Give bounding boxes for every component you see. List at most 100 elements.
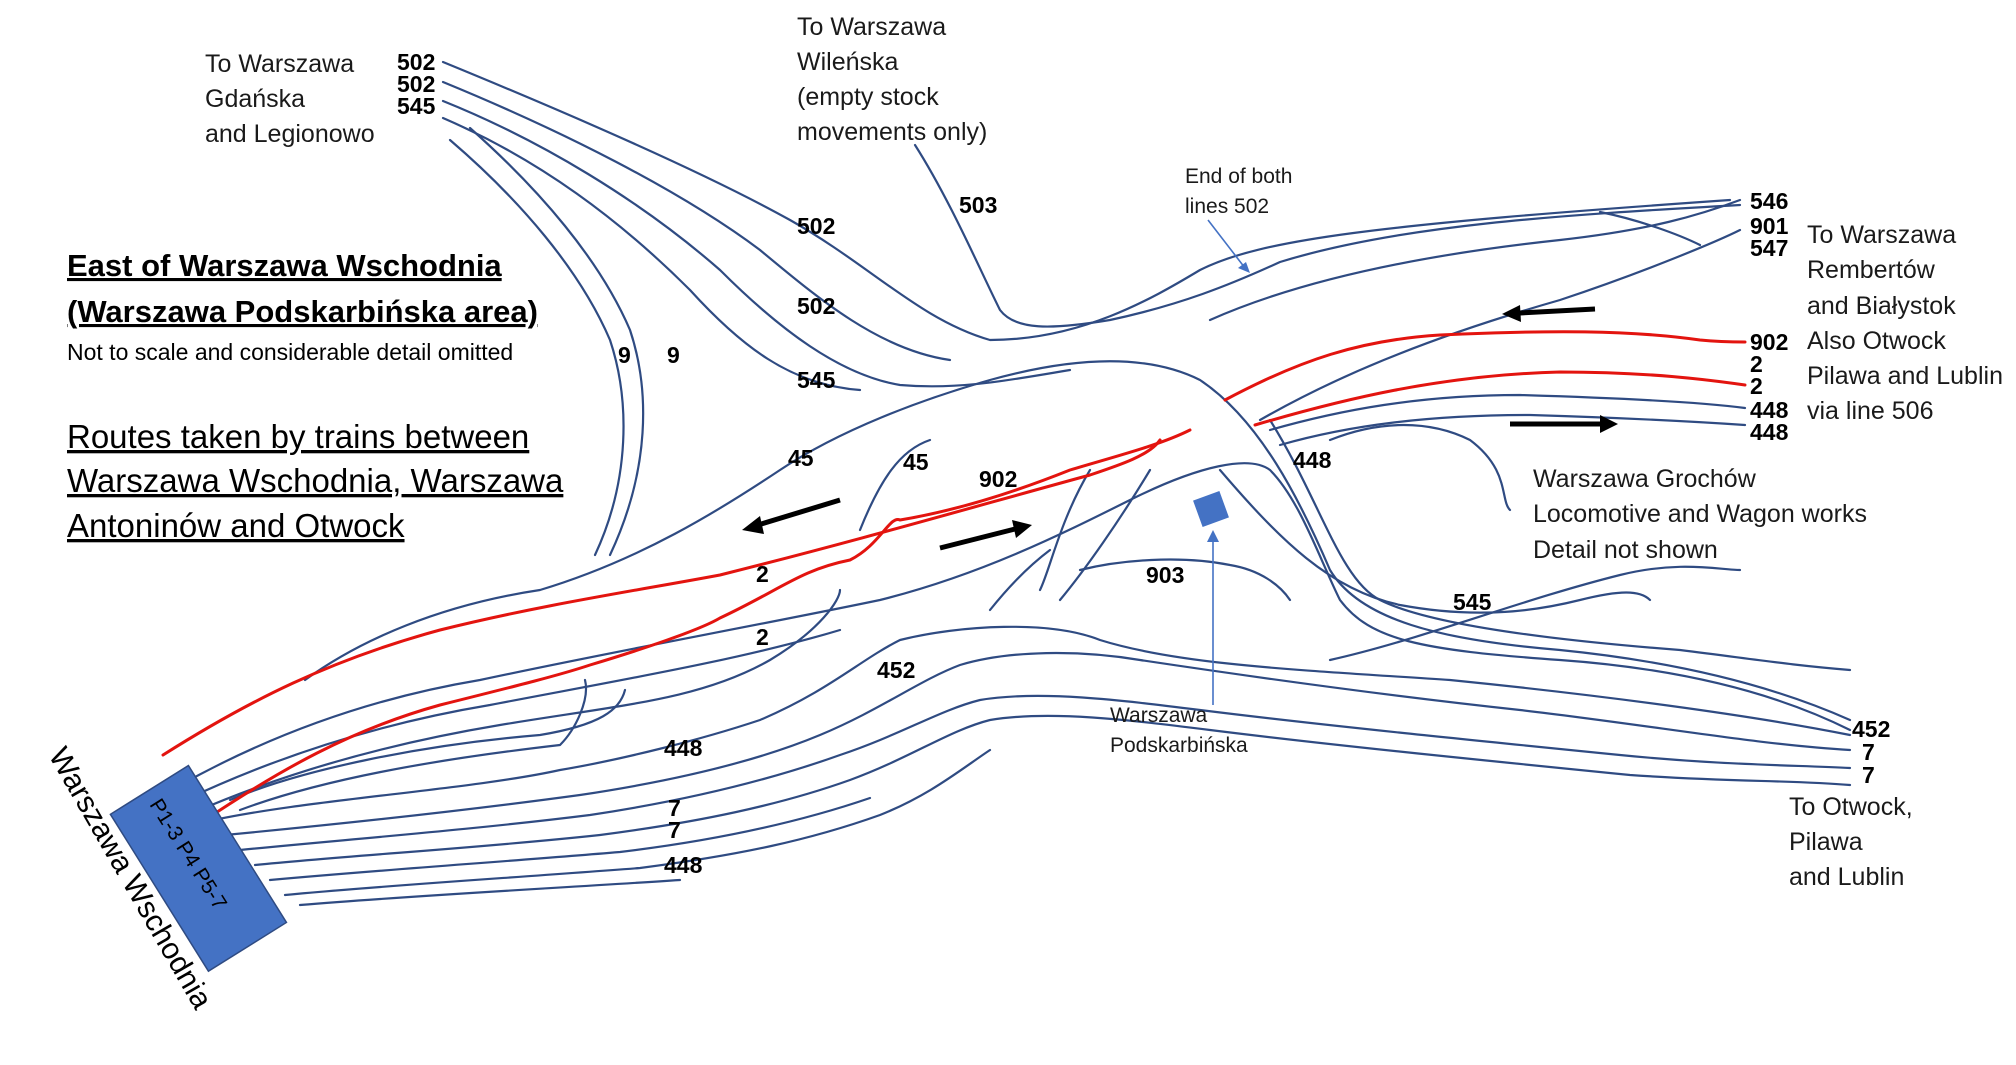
arrow-left-upper: [757, 497, 841, 528]
routes-heading-3: Antoninów and Otwock: [67, 507, 405, 544]
dest-otwock-1: To Otwock,: [1789, 793, 1913, 821]
line-num-rb-3: 547: [1750, 235, 1788, 261]
track-545-b: [441, 116, 862, 392]
dest-otwock-2: Pilawa: [1789, 828, 1863, 856]
pointer-end-502: [1207, 219, 1246, 269]
highlighted-routes: [161, 330, 1747, 822]
line-num-448-a: 448: [1293, 447, 1332, 473]
line-num-ot-2: 7: [1862, 739, 1875, 765]
track-452: [203, 625, 1852, 824]
dest-wilenska-2: Wileńska: [797, 48, 899, 76]
arrow-left-right-head: [1502, 305, 1521, 322]
dest-wilenska-4: movements only): [797, 118, 987, 146]
routes-heading-2: Warszawa Wschodnia, Warszawa: [67, 462, 564, 499]
line-num-9-a: 9: [618, 342, 631, 368]
dest-otwock-3: and Lublin: [1789, 863, 1904, 891]
track-448-r1: [1268, 393, 1747, 432]
line-num-503: 503: [959, 192, 997, 218]
route-902-right: [1223, 330, 1747, 402]
line-num-502-b: 502: [797, 293, 835, 319]
line-num-rb-2: 901: [1750, 213, 1789, 239]
line-num-rb-4: 902: [1750, 329, 1788, 355]
dest-gdanska-2: Gdańska: [205, 85, 305, 113]
line-num-gd-2: 502: [397, 71, 435, 97]
line-num-2-a: 2: [756, 561, 769, 587]
track-9-a: [468, 126, 645, 557]
page-title: East of Warszawa Wschodnia: [67, 248, 502, 283]
track-448-s: [223, 651, 1852, 837]
note-end-502-1: End of both: [1185, 165, 1292, 188]
wschodnia-station-box: [109, 764, 288, 973]
line-num-7-b: 7: [668, 817, 681, 843]
note-grochow-3: Detail not shown: [1533, 536, 1718, 564]
track-546: [1208, 198, 1742, 322]
dest-wilenska-1: To Warszawa: [797, 13, 946, 41]
line-num-7-a: 7: [668, 795, 681, 821]
direction-arrows: [742, 305, 1618, 551]
podskarbinska-station-marker: [1193, 491, 1229, 527]
line-num-rb-5: 2: [1750, 351, 1763, 377]
scale-note: Not to scale and considerable detail omi…: [67, 339, 513, 365]
dest-gdanska-3: and Legionowo: [205, 120, 375, 148]
line-num-ot-1: 452: [1852, 716, 1890, 742]
line-num-rb-8: 448: [1750, 419, 1789, 445]
line-num-902: 902: [979, 466, 1017, 492]
track-main-3: [193, 588, 842, 814]
tracks: [173, 60, 1852, 907]
line-num-gd-3: 545: [397, 93, 436, 119]
line-num-448-b: 448: [664, 735, 703, 761]
track-main-4: [228, 688, 627, 802]
line-num-545-b: 545: [1453, 589, 1492, 615]
note-podskarbinska-1: Warszawa: [1110, 704, 1208, 727]
track-7-a: [238, 694, 1852, 852]
track-main-2: [183, 628, 842, 802]
track-grochow: [1218, 468, 1652, 614]
track-9-b: [448, 138, 625, 557]
route-2-lower: [203, 428, 1192, 822]
dest-rembertow-3: and Białystok: [1807, 292, 1956, 320]
track-main-5: [238, 678, 588, 812]
route-2-right: [1253, 370, 1747, 427]
line-num-452: 452: [877, 657, 915, 683]
dest-rembertow-2: Rembertów: [1807, 256, 1936, 284]
line-num-545-a: 545: [797, 367, 836, 393]
line-num-2-b: 2: [756, 624, 769, 650]
note-end-502-2: lines 502: [1185, 195, 1269, 218]
dest-rembertow-5: Pilawa and Lublin: [1807, 362, 2003, 390]
track-901: [1258, 228, 1742, 422]
routes-heading-1: Routes taken by trains between: [67, 418, 529, 455]
line-num-rb-1: 546: [1750, 188, 1788, 214]
dest-gdanska-1: To Warszawa: [205, 50, 354, 78]
note-grochow-2: Locomotive and Wagon works: [1533, 500, 1867, 528]
dest-rembertow-4: Also Otwock: [1807, 327, 1946, 355]
line-num-45-a: 45: [788, 445, 814, 471]
track-502-b: [441, 80, 952, 362]
line-num-gd-1: 502: [397, 49, 435, 75]
track-branch-b: [1038, 468, 1092, 592]
line-num-9-b: 9: [667, 342, 680, 368]
arrow-left-right: [1519, 306, 1596, 316]
track-903: [1078, 558, 1292, 602]
dest-rembertow-1: To Warszawa: [1807, 221, 1956, 249]
arrow-right-lower: [939, 526, 1016, 551]
dest-rembertow-6: via line 506: [1807, 397, 1933, 425]
track-7-d: [298, 878, 682, 907]
track-7-c: [283, 748, 992, 897]
track-grochow-2: [1328, 565, 1742, 662]
arrow-right-right-head: [1600, 415, 1618, 433]
page-subtitle: (Warszawa Podskarbińska area): [67, 294, 538, 329]
track-branch-a: [858, 438, 932, 532]
track-545-lower: [1268, 418, 1852, 672]
dest-wilenska-3: (empty stock: [797, 83, 939, 111]
track-448-r2: [1278, 413, 1747, 447]
track-547: [1598, 210, 1702, 247]
track-448-s2: [268, 796, 872, 882]
line-num-rb-6: 2: [1750, 373, 1763, 399]
line-num-rb-7: 448: [1750, 397, 1789, 423]
track-main-1: [173, 462, 1852, 790]
line-num-45-b: 45: [903, 449, 929, 475]
track-7-b: [253, 714, 1852, 867]
line-num-502-a: 502: [797, 213, 835, 239]
route-902-upper: [161, 438, 1162, 757]
